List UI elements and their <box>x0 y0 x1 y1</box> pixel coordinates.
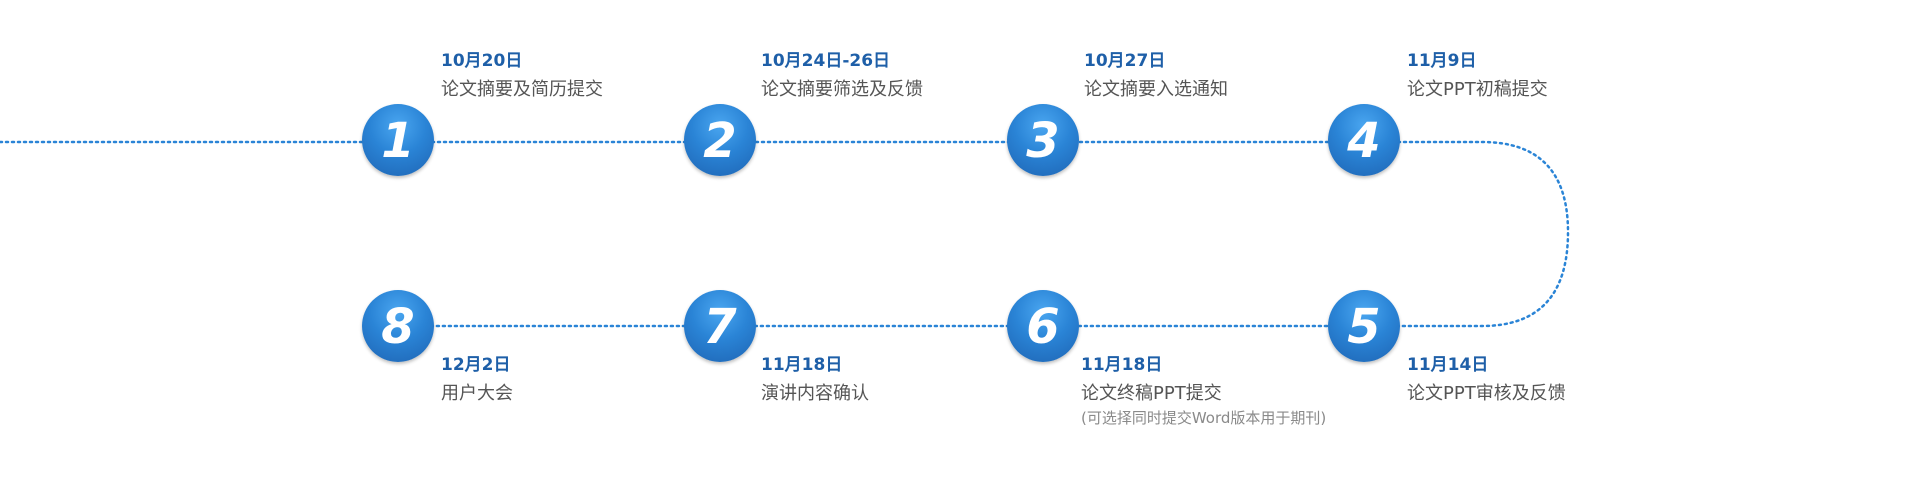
step-6-label: 11月18日 论文终稿PPT提交 (可选择同时提交Word版本用于期刊) <box>1081 355 1326 427</box>
step-4-date: 11月9日 <box>1407 51 1477 71</box>
step-2-date: 10月24日-26日 <box>761 51 891 71</box>
step-7-date: 11月18日 <box>761 355 843 375</box>
step-1-number: 1 <box>381 113 415 169</box>
step-8-date: 12月2日 <box>441 355 511 375</box>
step-6-number: 6 <box>1026 299 1060 355</box>
step-7-label: 11月18日 演讲内容确认 <box>761 355 869 405</box>
step-7-number: 7 <box>703 299 737 355</box>
step-5-label: 11月14日 论文PPT审核及反馈 <box>1407 355 1566 405</box>
step-5-circle: 5 <box>1328 290 1400 362</box>
step-8-desc: 用户大会 <box>441 383 513 404</box>
step-5-date: 11月14日 <box>1407 355 1489 375</box>
step-5-desc: 论文PPT审核及反馈 <box>1407 383 1566 404</box>
step-7-desc: 演讲内容确认 <box>761 383 869 404</box>
step-1-circle: 1 <box>362 104 434 176</box>
timeline-connector <box>0 140 1570 328</box>
step-3-label: 10月27日 论文摘要入选通知 <box>1084 51 1228 101</box>
step-2-label: 10月24日-26日 论文摘要筛选及反馈 <box>761 51 923 101</box>
step-4-number: 4 <box>1347 113 1381 169</box>
step-6-circle: 6 <box>1007 290 1079 362</box>
step-2-number: 2 <box>703 113 737 169</box>
step-5-number: 5 <box>1347 299 1381 355</box>
step-2-desc: 论文摘要筛选及反馈 <box>761 79 923 100</box>
step-8-label: 12月2日 用户大会 <box>441 355 513 405</box>
step-3-circle: 3 <box>1007 104 1079 176</box>
step-8-number: 8 <box>381 299 415 355</box>
step-2-circle: 2 <box>684 104 756 176</box>
step-1-label: 10月20日 论文摘要及简历提交 <box>441 51 603 101</box>
step-3-desc: 论文摘要入选通知 <box>1084 79 1228 100</box>
step-6-desc: 论文终稿PPT提交 <box>1081 383 1222 404</box>
step-4-label: 11月9日 论文PPT初稿提交 <box>1407 51 1548 101</box>
step-7-circle: 7 <box>684 290 756 362</box>
step-3-date: 10月27日 <box>1084 51 1166 71</box>
step-6-date: 11月18日 <box>1081 355 1163 375</box>
step-4-desc: 论文PPT初稿提交 <box>1407 79 1548 100</box>
step-6-note: (可选择同时提交Word版本用于期刊) <box>1081 409 1327 427</box>
step-3-number: 3 <box>1026 113 1060 169</box>
step-4-circle: 4 <box>1328 104 1400 176</box>
step-8-circle: 8 <box>362 290 434 362</box>
step-1-desc: 论文摘要及简历提交 <box>441 79 603 100</box>
step-1-date: 10月20日 <box>441 51 523 71</box>
